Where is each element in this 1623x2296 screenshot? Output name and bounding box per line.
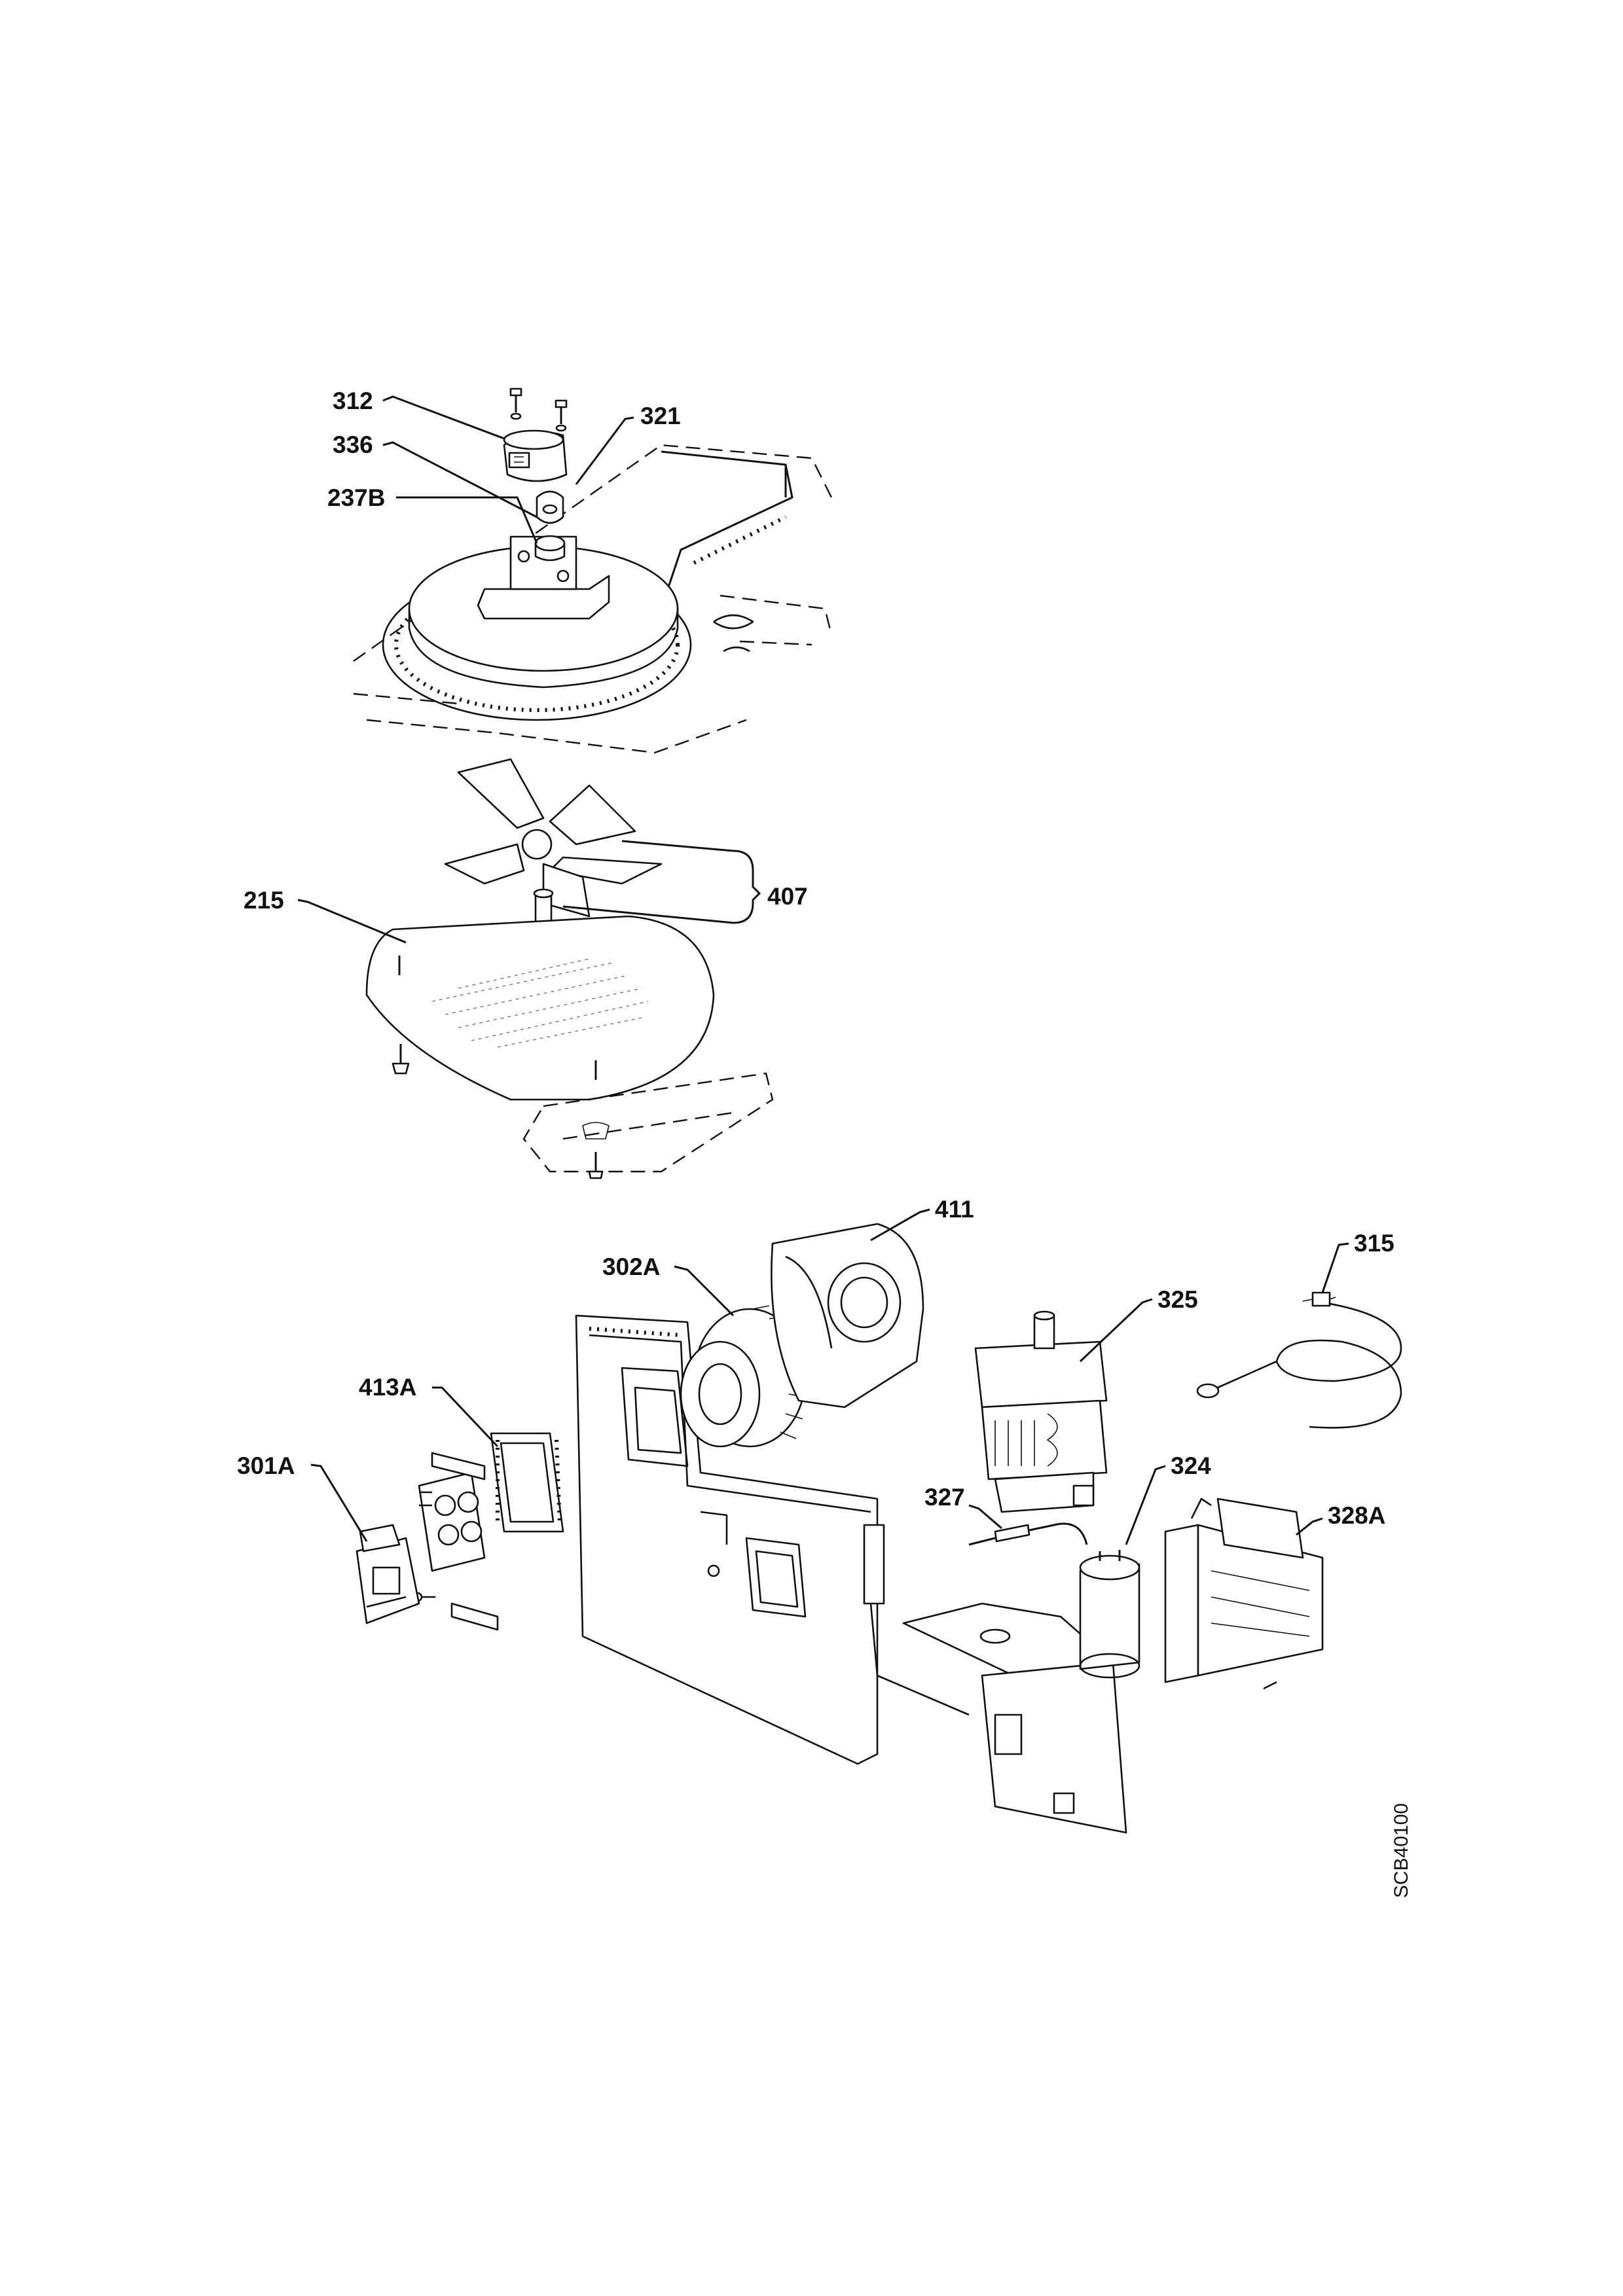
motor-bracket-237B — [477, 535, 610, 620]
callout-302A: 302A — [602, 1253, 660, 1280]
callout-336: 336 — [333, 431, 373, 458]
magnetron-325 — [974, 1310, 1108, 1513]
tray-screw — [392, 1044, 410, 1075]
turntable-motor-312 — [503, 429, 568, 482]
back-panel — [575, 1314, 970, 1765]
fan-motor-301A — [356, 1524, 420, 1624]
callout-321: 321 — [640, 403, 681, 429]
callout-301A: 301A — [237, 1452, 295, 1479]
callout-324: 324 — [1171, 1452, 1211, 1479]
callout-312: 312 — [333, 387, 373, 414]
callout-237B: 237B — [327, 484, 385, 511]
callout-327: 327 — [924, 1484, 965, 1511]
callout-315: 315 — [1354, 1230, 1395, 1257]
fan-blade-302A — [680, 1305, 807, 1448]
tray-support — [522, 1072, 774, 1179]
hv-wire-315 — [1196, 1291, 1402, 1429]
fan-motor-plate — [418, 1471, 486, 1572]
callout-325: 325 — [1158, 1286, 1198, 1313]
mount-frame-413A — [490, 1432, 564, 1533]
callout-328A: 328A — [1328, 1502, 1385, 1529]
callout-411: 411 — [935, 1196, 974, 1223]
motor-screws — [509, 387, 568, 432]
glass-tray-215 — [365, 915, 715, 1101]
capacitor-324 — [1079, 1550, 1140, 1679]
transformer-328A — [1164, 1498, 1324, 1690]
coupler-336 — [534, 535, 566, 562]
callout-215: 215 — [244, 887, 284, 914]
hv-bracket — [902, 1602, 1127, 1834]
drawing-code: SCB40100 — [1391, 1803, 1412, 1898]
fan-shroud-411 — [771, 1223, 924, 1408]
leader-lines — [297, 395, 1349, 1545]
stirrer-fan-407 — [444, 758, 663, 950]
callout-413A: 413A — [359, 1374, 416, 1401]
callout-407: 407 — [767, 883, 808, 910]
diode-327 — [968, 1522, 1088, 1546]
clip-321 — [536, 490, 564, 524]
